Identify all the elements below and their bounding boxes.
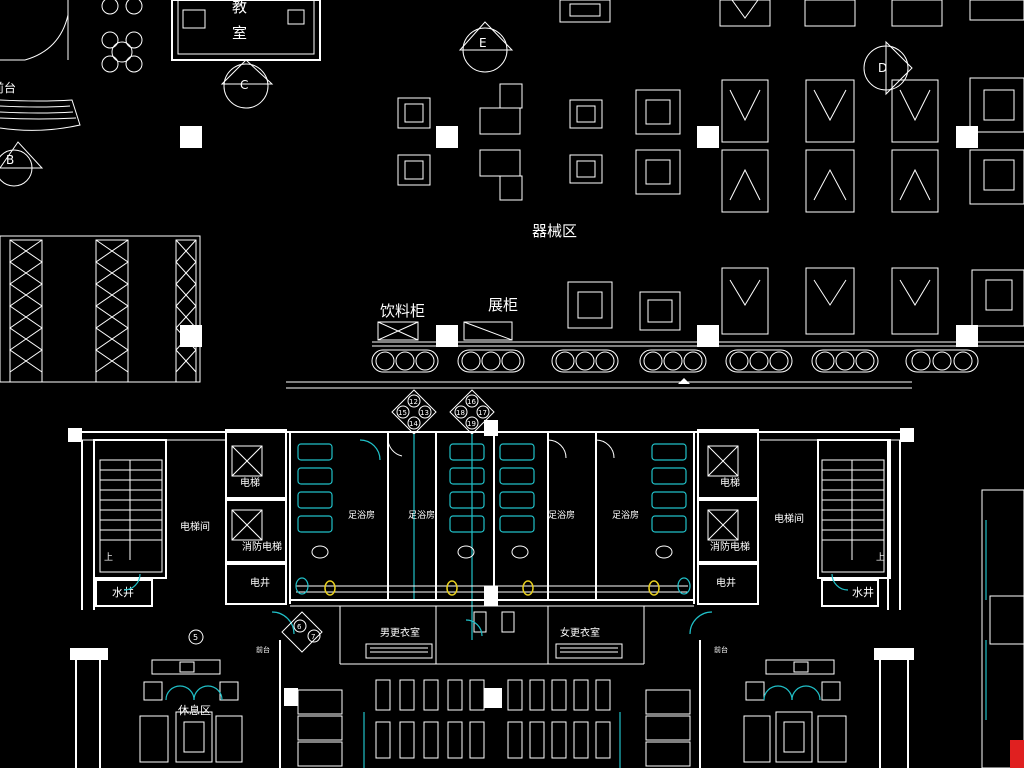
door-swings (123, 439, 849, 635)
elevator-room-right-label: 电梯间 (774, 512, 804, 525)
study-room: 教 室 (171, 0, 321, 61)
marker-18: 18 (456, 409, 465, 417)
study-room-label-1: 教 (232, 0, 247, 16)
marker-b: B (0, 141, 44, 187)
marker-d-label: D (878, 61, 887, 75)
building-walls: 上 上 水井 水井 (68, 428, 914, 768)
footbath-chairs (297, 443, 687, 533)
lounge-label: 休息区 (178, 703, 211, 717)
marker-7-label: 7 (311, 633, 315, 641)
marker-5: 5 (188, 629, 204, 645)
pillar (697, 126, 719, 148)
fire-elevator-left-label: 消防电梯 (242, 540, 282, 553)
pillar (956, 325, 978, 347)
marker-15: 15 (398, 409, 407, 417)
footbath-label-2: 足浴房 (408, 509, 435, 521)
locker-benches (365, 619, 623, 659)
drink-cabinet-label: 饮料柜 (380, 302, 425, 320)
water-well-left-label: 水井 (112, 585, 134, 599)
pillar (180, 126, 202, 148)
elevator-left-label: 电梯 (240, 476, 260, 489)
pillar (956, 126, 978, 148)
shaft-right-label: 电井 (716, 576, 736, 589)
marker-b-label: B (6, 153, 14, 167)
marker-17: 17 (478, 409, 487, 417)
marker-6-7: 6 7 (281, 611, 323, 653)
desk-left-label: 前台 (256, 645, 270, 654)
footbath-label-1: 足浴房 (348, 509, 375, 521)
truss-structure (0, 235, 201, 383)
bench-seats (371, 349, 979, 373)
fire-elevator-right-label: 消防电梯 (710, 540, 750, 553)
arrow-icon (678, 378, 690, 384)
washroom-fixtures (295, 420, 691, 633)
pillar (436, 325, 458, 347)
reception-counter: 前台 (0, 0, 81, 131)
footbath-label-4: 足浴房 (612, 509, 639, 521)
pillar (697, 325, 719, 347)
equipment-area-label: 器械区 (532, 222, 577, 240)
up-left-label: 上 (104, 552, 113, 563)
display-cabinet-label: 展柜 (488, 296, 518, 314)
desk-right-label: 前台 (714, 645, 728, 654)
shaft-left-label: 电井 (250, 576, 270, 589)
marker-d: D (863, 40, 913, 96)
marker-6-label: 6 (297, 623, 302, 631)
marker-13: 13 (420, 409, 429, 417)
marker-c: C (220, 59, 274, 109)
pillar (436, 126, 458, 148)
right-edge-room (981, 489, 1024, 768)
marker-e: E (458, 21, 514, 73)
marker-e-label: E (479, 36, 487, 50)
up-right-label: 上 (876, 552, 885, 563)
marker-19: 19 (467, 420, 476, 428)
equipment-machines (397, 0, 1024, 335)
mens-locker-label: 男更衣室 (380, 626, 420, 639)
water-well-right-label: 水井 (852, 585, 874, 599)
marker-5-label: 5 (193, 633, 198, 642)
reception-label: 前台 (0, 80, 16, 95)
womens-locker-label: 女更衣室 (560, 626, 600, 639)
marker-12: 12 (409, 398, 418, 406)
marker-cluster-1: 12 15 13 14 (391, 389, 437, 435)
flower-table (101, 0, 143, 73)
elevator-right-label: 电梯 (720, 476, 740, 489)
study-room-label-2: 室 (232, 24, 247, 42)
marker-16: 16 (467, 398, 476, 406)
marker-14: 14 (409, 420, 418, 428)
cabinets: 饮料柜 展柜 (377, 296, 518, 341)
marker-c-label: C (240, 78, 248, 92)
lounge-furniture (139, 659, 847, 768)
elevator-room-left-label: 电梯间 (180, 520, 210, 533)
footbath-label-3: 足浴房 (548, 509, 575, 521)
